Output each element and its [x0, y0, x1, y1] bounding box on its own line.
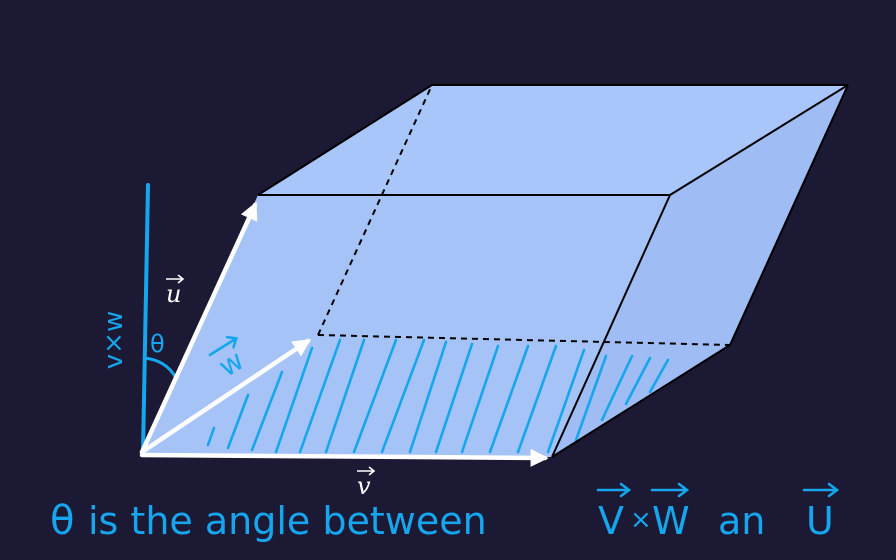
cross-product-label: v×w [99, 311, 129, 369]
caption-v-arrow [596, 482, 632, 498]
u-arrow-accent [166, 274, 185, 284]
solid-face-right [552, 85, 848, 457]
base-hatching [206, 338, 670, 454]
solid-face-front [140, 195, 670, 457]
caption-text-1: is the angle between [88, 499, 487, 543]
normal-vector-line [141, 183, 150, 454]
caption-w-arrow [650, 482, 690, 498]
hidden-edges [317, 84, 731, 346]
angle-arc [142, 356, 178, 380]
vectors [139, 201, 549, 467]
w-arrow-accent [208, 335, 238, 357]
label-u: u [166, 274, 185, 308]
label-v: v [357, 466, 376, 500]
caption-vector-u: U [802, 482, 840, 543]
caption-v: V [598, 499, 624, 543]
cross-product-text: v×w [99, 311, 129, 369]
theta-label: θ [150, 330, 165, 358]
visible-edges [257, 84, 849, 458]
vector-v [139, 448, 549, 467]
caption: θ is the angle between V × W an U [50, 482, 840, 544]
vector-w [139, 338, 311, 455]
caption-u: U [806, 499, 834, 543]
caption-theta: θ [50, 498, 74, 544]
caption-vector-w: W [650, 482, 690, 543]
caption-times: × [630, 505, 652, 535]
v-label-text: v [357, 472, 371, 500]
vector-u [139, 201, 258, 455]
caption-vector-v: V [596, 482, 632, 543]
caption-u-arrow [802, 482, 840, 498]
solid-face-top [258, 85, 848, 195]
caption-text-2: an [718, 499, 765, 543]
u-label-text: u [166, 280, 181, 308]
caption-w: W [652, 499, 690, 543]
v-arrow-accent [357, 466, 376, 476]
